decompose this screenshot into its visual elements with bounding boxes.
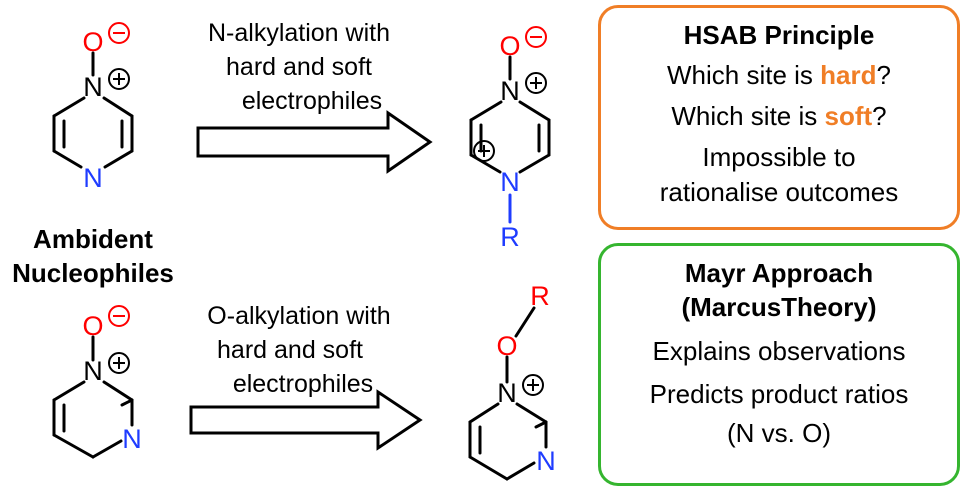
hsab-conclusion-line1: Impossible to (702, 142, 856, 172)
mayr-subtitle: (MarcusTheory) (681, 292, 877, 322)
oxygen-atom: O (82, 311, 103, 341)
top-arrow-caption-1: N-alkylation with (208, 19, 390, 47)
mayr-title: Mayr Approach (684, 258, 874, 288)
o-alkylated-product (468, 306, 548, 481)
top-arrow-caption-3: electrophiles (242, 87, 382, 115)
nitrogen-atom: N (83, 72, 103, 102)
negative-charge-icon (108, 22, 130, 44)
negative-charge-icon (525, 26, 547, 48)
positive-charge-icon (522, 374, 544, 396)
pyrazine-n-oxide (52, 51, 134, 169)
soft-question-prefix: Which site is (671, 101, 825, 131)
bottom-arrow-caption-2: hard and soft (217, 336, 363, 364)
hsab-conclusion-line2: rationalise outcomes (659, 177, 899, 207)
positive-charge-icon (525, 72, 547, 94)
top-reaction-arrow (196, 110, 433, 174)
mayr-approach-box: Mayr Approach (MarcusTheory) Explains ob… (598, 243, 960, 486)
ambident-label: Ambident (33, 224, 153, 254)
hsab-principle-box: HSAB Principle Which site is hard? Which… (598, 5, 960, 230)
hard-question-prefix: Which site is (667, 60, 821, 90)
top-arrow-caption-2: hard and soft (226, 53, 372, 81)
bottom-arrow-caption-3: electrophiles (233, 370, 373, 398)
nucleophiles-label: Nucleophiles (12, 258, 174, 288)
hsab-title: HSAB Principle (683, 20, 875, 50)
oxygen-atom: O (499, 31, 520, 61)
hard-site-question: Which site is hard? (601, 58, 957, 93)
positive-charge-icon (108, 352, 130, 374)
negative-charge-icon (108, 305, 130, 327)
nitrogen-atom: N (500, 76, 520, 106)
soft-question-suffix: ? (872, 101, 887, 131)
r-group: R (530, 281, 550, 311)
nitrogen-atom: N (83, 163, 103, 193)
mayr-n-vs-o: (N vs. O) (727, 418, 831, 448)
oxygen-atom: O (496, 331, 517, 361)
oxygen-atom: O (82, 27, 103, 57)
mayr-predicts: Predicts product ratios (649, 379, 909, 409)
nitrogen-atom: N (497, 378, 517, 408)
hard-question-suffix: ? (876, 60, 891, 90)
soft-site-question: Which site is soft? (601, 99, 957, 134)
pyrimidine-n-oxide (52, 335, 134, 459)
n-alkylated-product (469, 55, 551, 224)
nitrogen-atom: N (83, 356, 103, 386)
nitrogen-atom: N (500, 167, 520, 197)
bottom-arrow-caption-1: O-alkylation with (207, 302, 390, 330)
hard-keyword: hard (820, 60, 877, 90)
mayr-explains: Explains observations (652, 336, 906, 366)
bottom-reaction-arrow (189, 389, 423, 451)
r-group: R (500, 222, 520, 252)
nitrogen-atom: N (536, 446, 556, 476)
positive-charge-icon (473, 140, 495, 162)
soft-keyword: soft (824, 101, 873, 131)
nitrogen-atom: N (122, 424, 142, 454)
positive-charge-icon (108, 68, 130, 90)
